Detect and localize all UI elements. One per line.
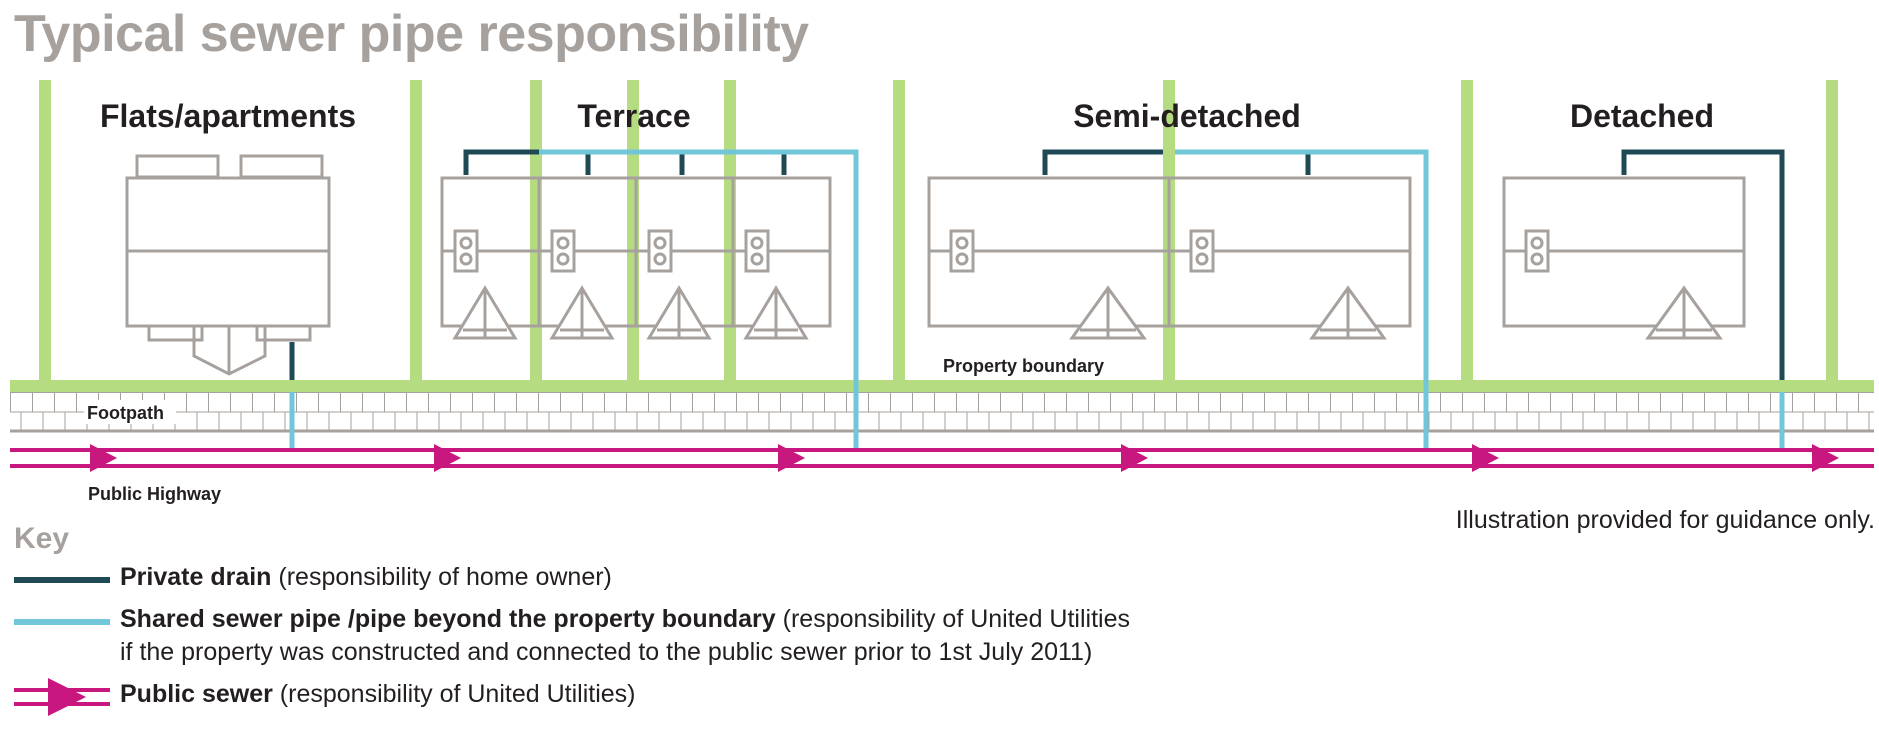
section-title-terrace: Terrace: [577, 98, 690, 134]
property-boundary-label: Property boundary: [943, 356, 1104, 376]
public-highway-label: Public Highway: [88, 484, 221, 504]
key-private-rest: (responsibility of home owner): [271, 563, 612, 591]
boundary-post: [893, 80, 905, 388]
flow-arrow: [778, 444, 805, 472]
door-marker-dot: [750, 252, 764, 266]
door-marker-dot: [955, 236, 969, 250]
key-shared-line2: if the property was constructed and conn…: [120, 638, 1093, 666]
flow-arrow: [434, 444, 461, 472]
private-drain-swatch: [14, 577, 110, 583]
flow-arrow: [1472, 444, 1499, 472]
public-sewer-swatch: [14, 678, 110, 716]
footpath-label: Footpath: [87, 403, 164, 423]
boundary-post: [39, 80, 51, 388]
door-marker-dot: [1530, 236, 1544, 250]
guidance-note: Illustration provided for guidance only.: [1455, 506, 1875, 534]
flow-arrow: [1812, 444, 1839, 472]
boundary-post: [1461, 80, 1473, 388]
flow-arrow: [1121, 444, 1148, 472]
public-sewer: [10, 444, 1874, 472]
public-sewer-line: [10, 448, 1874, 452]
private-drains: [289, 149, 1785, 380]
door-marker-dot: [459, 236, 473, 250]
boundary-post: [1826, 80, 1838, 388]
boundary-post: [410, 80, 422, 388]
footpath: [10, 392, 1874, 432]
shared-sewer-swatch: [14, 619, 110, 625]
key-public-rest: (responsibility of United Utilities): [272, 680, 636, 708]
door-marker-dot: [556, 252, 570, 266]
key-shared-bold: Shared sewer pipe /pipe beyond the prope…: [120, 605, 776, 633]
section-title-detached: Detached: [1570, 98, 1714, 134]
building-details: [452, 229, 1723, 340]
door-marker-dot: [750, 236, 764, 250]
door-marker-dot: [1195, 236, 1209, 250]
door-marker-dot: [459, 252, 473, 266]
flats-building: [125, 154, 331, 376]
door-marker-dot: [556, 236, 570, 250]
property-boundaries: [10, 80, 1874, 392]
door-marker-dot: [1530, 252, 1544, 266]
door-marker-dot: [653, 236, 667, 250]
shared-sewers: [289, 149, 1785, 448]
section-title-flats: Flats/apartments: [100, 98, 356, 134]
public-sewer-line: [10, 464, 1874, 468]
boundary-line: [10, 380, 1874, 392]
door-marker-dot: [1195, 252, 1209, 266]
key-public-bold: Public sewer: [120, 680, 273, 708]
footpath-label-bg: [84, 400, 176, 424]
door-marker-dot: [955, 252, 969, 266]
flow-arrow: [90, 444, 117, 472]
key-title: Key: [14, 522, 70, 555]
semi-detached-building: [927, 176, 1412, 328]
property-boundary-label-bg: [938, 352, 1130, 378]
key-shared-rest: (responsibility of United Utilities: [775, 605, 1130, 633]
section-title-semi-detached: Semi-detached: [1073, 98, 1301, 134]
key-private-bold: Private drain: [120, 563, 272, 591]
buildings: [125, 154, 1746, 376]
page-title: Typical sewer pipe responsibility: [14, 5, 809, 63]
door-marker-dot: [653, 252, 667, 266]
